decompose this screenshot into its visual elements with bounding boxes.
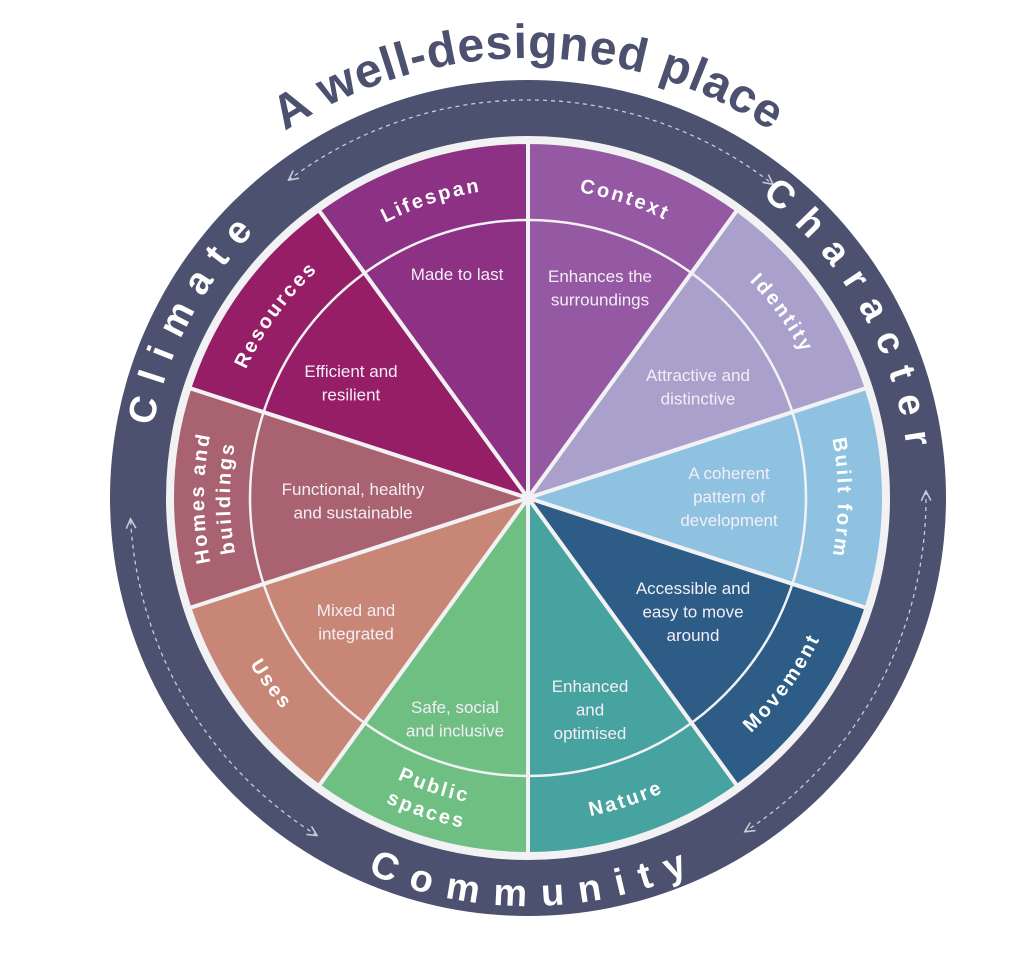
segment-description-nature: optimised	[554, 724, 627, 743]
segment-description-homes-and-buildings: and sustainable	[293, 504, 412, 523]
segment-identity	[526, 207, 869, 500]
segment-context	[526, 140, 740, 500]
segment-label-homes-and-buildings-text: Homes and	[187, 430, 213, 565]
segment-description-built-form: A coherent	[688, 464, 770, 483]
segment-movement	[526, 496, 869, 789]
segment-description-nature: Enhanced	[552, 677, 629, 696]
segment-homes-and-buildings	[170, 385, 530, 611]
segment-built-form	[526, 385, 886, 611]
segment-uses	[187, 496, 530, 789]
dashed-arrows	[131, 99, 926, 836]
segment-label-homes-and-buildings: buildings	[213, 440, 240, 556]
segment-lifespan	[316, 140, 530, 500]
segment-description-uses: Mixed and	[317, 601, 395, 620]
segments	[170, 140, 886, 856]
segment-nature	[526, 496, 740, 856]
segment-description-resources: resilient	[322, 386, 381, 405]
segment-description-homes-and-buildings: Functional, healthy	[282, 480, 425, 499]
inner-circle-divider	[248, 218, 808, 778]
segment-description-context: Enhances the	[548, 267, 652, 286]
segment-description-built-form: development	[680, 511, 778, 530]
segment-public-spaces	[316, 496, 530, 856]
segment-label-homes-and-buildings-text: buildings	[213, 440, 238, 556]
segment-description-uses: integrated	[318, 625, 394, 644]
segment-description-nature: and	[576, 701, 604, 720]
segment-description-public-spaces: Safe, social	[411, 698, 499, 717]
segment-description-movement: easy to move	[642, 603, 743, 622]
segment-description-built-form: pattern of	[693, 488, 765, 507]
segment-description-movement: around	[667, 626, 720, 645]
segment-description-context: surroundings	[551, 291, 649, 310]
segment-description-identity: Attractive and	[646, 366, 750, 385]
segment-description-public-spaces: and inclusive	[406, 722, 504, 741]
dashed-arrow-character-community	[745, 491, 926, 832]
segment-label-homes-and-buildings: Homes and	[187, 430, 215, 565]
segment-description-identity: distinctive	[661, 390, 736, 409]
segment-resources	[187, 207, 530, 500]
segment-description-movement: Accessible and	[636, 579, 750, 598]
segment-description-resources: Efficient and	[304, 362, 397, 381]
segment-description-lifespan: Made to last	[411, 265, 504, 284]
dashed-arrow-community-climate	[131, 519, 318, 836]
